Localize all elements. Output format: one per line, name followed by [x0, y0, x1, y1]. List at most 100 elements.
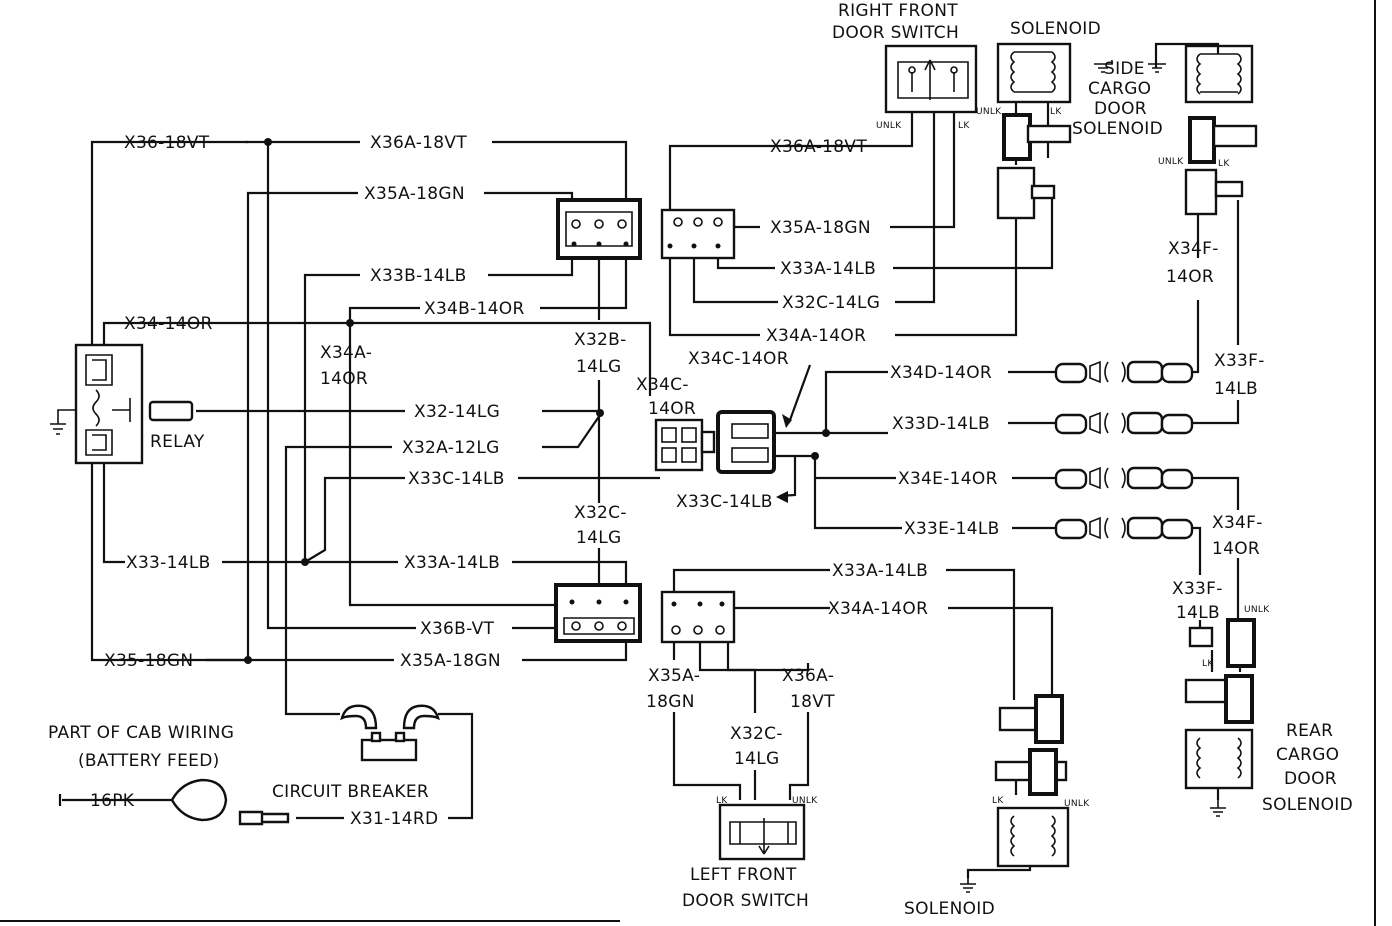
wire-label: 14OR [320, 369, 368, 389]
wire-label: X35A-18GN [364, 184, 465, 204]
rear-cargo-label-3: DOOR [1284, 769, 1337, 789]
wire-label: X34-14OR [124, 314, 213, 334]
wire-label: 14OR [648, 399, 696, 419]
connector-c4 [554, 583, 642, 643]
connector-lf [660, 590, 736, 644]
wire-label: X33A-14LB [780, 259, 876, 279]
wire-label: X32-14LG [414, 402, 500, 422]
left-front-door-switch [718, 803, 806, 861]
wire-label: X33E-14LB [904, 519, 1000, 539]
wire-label: X34F- [1168, 239, 1219, 259]
wire-label: X33C-14LB [408, 469, 505, 489]
wire-label: X33F- [1214, 351, 1265, 371]
cab-wiring-wire: 16PK [90, 791, 135, 811]
wire-label: X31-14RD [350, 809, 438, 829]
wire-label: X34B-14OR [424, 299, 525, 319]
wire-label: X33C-14LB [676, 492, 773, 512]
solenoid-bottom-label: SOLENOID [904, 899, 995, 919]
wire-label: X34E-14OR [898, 469, 998, 489]
rear-cargo-solenoid [1184, 618, 1256, 790]
left-front-switch-lk: LK [716, 796, 728, 806]
rear-cargo-lk: LK [1202, 659, 1214, 669]
wire-label: X35A- [648, 666, 700, 686]
side-cargo-label-1: SIDE [1104, 59, 1145, 79]
rear-cargo-label-2: CARGO [1276, 745, 1339, 765]
cab-wiring-label-1: PART OF CAB WIRING [48, 723, 234, 743]
right-front-switch-label-1: RIGHT FRONT [838, 1, 958, 21]
wire-label: X32C- [574, 503, 627, 523]
wire-label: X34F- [1212, 513, 1263, 533]
wire-label: X34A-14OR [766, 326, 866, 346]
wire-label: 14LG [576, 528, 621, 548]
wire-labels: X36-18VT X36A-18VT X35A-18GN X33B-14LB X… [104, 133, 1265, 829]
solenoid-bottom [994, 694, 1070, 868]
solenoid-bottom-unlk: UNLK [1064, 799, 1090, 809]
pointer-arrows [776, 414, 792, 503]
wire-label: X33F- [1172, 579, 1223, 599]
side-cargo-label-3: DOOR [1094, 99, 1147, 119]
wire-label: X34C-14OR [688, 349, 789, 369]
right-front-switch-label-2: DOOR SWITCH [832, 23, 959, 43]
wire-label: 14LB [1176, 603, 1220, 623]
inline-connector-x34d [1054, 360, 1194, 384]
ground-symbols [960, 60, 1226, 893]
splice-dots [244, 138, 830, 664]
connector-c2 [660, 208, 736, 260]
wire-label: X36A-18VT [370, 133, 467, 153]
left-front-switch-label-1: LEFT FRONT [690, 865, 797, 885]
inline-connector-x34e [1054, 466, 1194, 490]
wire-label: X32B- [574, 330, 627, 350]
wire-label: X33-14LB [126, 553, 211, 573]
circuit-breaker [58, 704, 440, 826]
wire-label: 14LG [734, 749, 779, 769]
rear-cargo-label-1: REAR [1286, 721, 1333, 741]
connector-central [716, 410, 776, 474]
wire-label: X32C-14LG [782, 293, 880, 313]
solenoid-top-left-unlk: UNLK [976, 107, 1002, 117]
wire-label: X36A-18VT [770, 137, 867, 157]
inline-connector-x33e [1054, 516, 1194, 540]
side-cargo-unlk: UNLK [1158, 157, 1184, 167]
side-cargo-label-4: SOLENOID [1072, 119, 1163, 139]
wire-label: 18VT [790, 692, 835, 712]
wire-label: X34C- [636, 375, 689, 395]
relay-label: RELAY [150, 432, 205, 452]
left-front-switch-label-2: DOOR SWITCH [682, 891, 809, 911]
side-cargo-lk: LK [1218, 159, 1230, 169]
wire-label: 14OR [1212, 539, 1260, 559]
left-front-switch-unlk: UNLK [792, 796, 818, 806]
wire-label: X33A-14LB [404, 553, 500, 573]
wire-label: X34A-14OR [828, 599, 928, 619]
inline-connector-x33d [1054, 411, 1194, 435]
circuit-breaker-label: CIRCUIT BREAKER [272, 782, 429, 802]
wire-label: X33D-14LB [892, 414, 990, 434]
component-labels: RIGHT FRONT DOOR SWITCH UNLK LK SOLENOID… [48, 1, 1353, 919]
side-cargo-solenoid [1154, 42, 1258, 216]
wire-label: X33A-14LB [832, 561, 928, 581]
rear-cargo-label-4: SOLENOID [1262, 795, 1353, 815]
wire-label: X35A-18GN [770, 218, 871, 238]
cab-wiring-label-2: (BATTERY FEED) [78, 751, 220, 771]
wire-label: 14LG [576, 357, 621, 377]
right-front-switch-lk: LK [958, 121, 970, 131]
wire-label: X35A-18GN [400, 651, 501, 671]
solenoid-bottom-lk: LK [992, 796, 1004, 806]
inline-connectors [1054, 360, 1194, 540]
solenoid-top-left-lk: LK [1050, 107, 1062, 117]
wire-label: X36B-VT [420, 619, 495, 639]
right-front-switch-unlk: UNLK [876, 121, 902, 131]
wire-label: 14LB [1214, 379, 1258, 399]
wire-label: X35-18GN [104, 651, 193, 671]
wire-label: X32C- [730, 724, 783, 744]
wire-label: X36A- [782, 666, 834, 686]
solenoid-top-left [996, 42, 1072, 220]
solenoid-top-left-label: SOLENOID [1010, 19, 1101, 39]
wire-label: X32A-12LG [402, 438, 500, 458]
wire-label: X34D-14OR [890, 363, 992, 383]
wire-label: X36-18VT [124, 133, 210, 153]
connector-c1 [556, 198, 642, 260]
wire-label: X34A- [320, 343, 372, 363]
wires-left [90, 140, 660, 820]
rear-cargo-unlk: UNLK [1244, 605, 1270, 615]
